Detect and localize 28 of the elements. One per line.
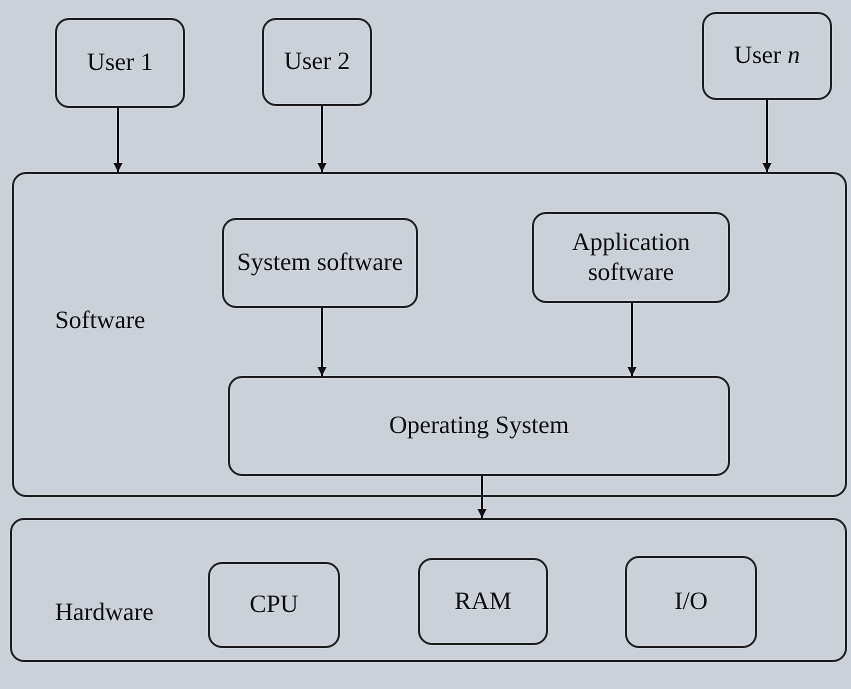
arrow [318,308,326,376]
process-box [228,376,730,476]
arrow [478,476,486,518]
arrow [318,106,326,172]
process-box [532,212,730,303]
process-box [702,12,832,100]
box-label: Application software [570,228,692,288]
process-box [222,218,418,308]
box-label: System software [236,248,404,278]
process-box [262,18,372,106]
arrow [762,100,772,172]
arrow [114,108,122,172]
box-label: User 2 [283,47,351,77]
box-label: Hardware [54,598,155,628]
box-label: Operating System [388,411,570,441]
group-box [10,518,847,662]
arrow [628,303,636,376]
box-label: Software [54,306,146,336]
process-box [208,562,340,648]
box-label: I/O [673,587,709,617]
process-box [418,558,548,645]
process-box [55,18,185,108]
box-label: RAM [454,586,512,616]
box-label: CPU [248,590,300,620]
process-box [625,556,757,648]
group-box [12,172,847,497]
box-label: User n [733,41,801,71]
box-label: User 1 [86,48,154,78]
